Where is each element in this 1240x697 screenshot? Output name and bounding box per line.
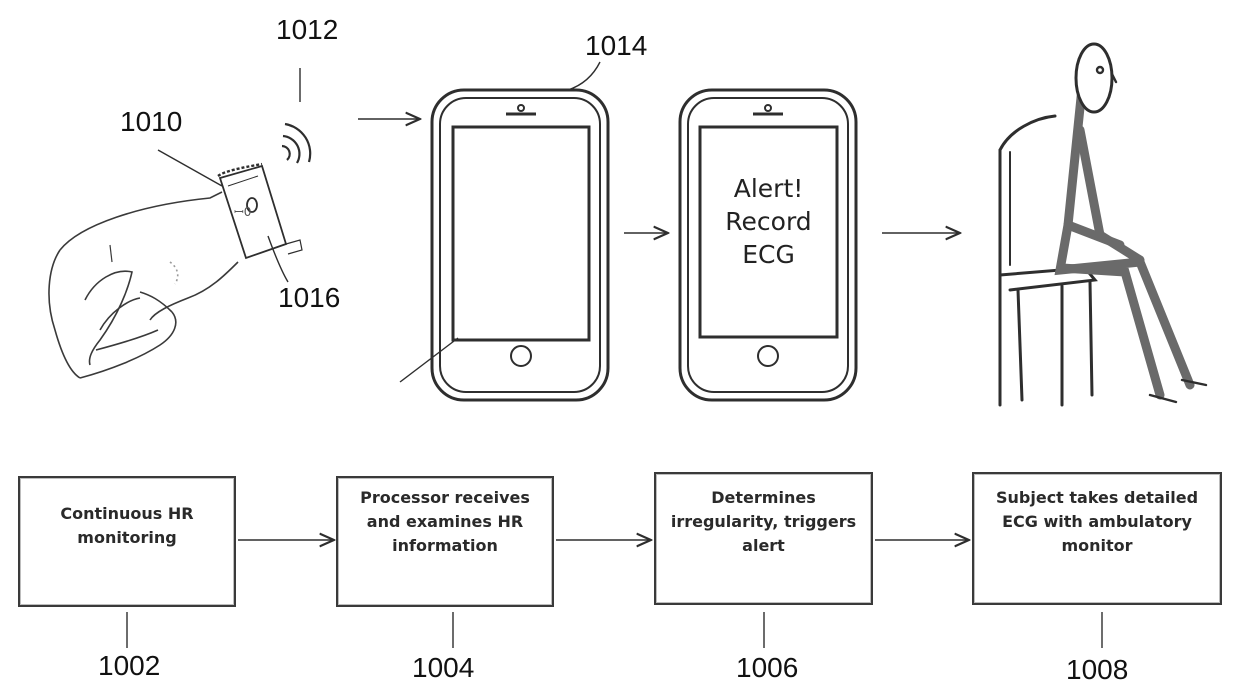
phone-alert-text: Alert! Record ECG	[700, 172, 837, 271]
svg-text:ꟷ0: ꟷ0	[234, 205, 251, 219]
ref-label-1008: 1008	[1066, 656, 1128, 684]
step-box-processor: Processor receives and examines HR infor…	[336, 476, 554, 607]
step-text: Determines irregularity, triggers alert	[671, 486, 856, 558]
phone-1014	[432, 90, 608, 400]
step-text: Processor receives and examines HR infor…	[360, 486, 530, 558]
step-box-irregularity: Determines irregularity, triggers alert	[654, 472, 873, 605]
ref-label-1002: 1002	[98, 652, 160, 680]
ref-label-1004: 1004	[412, 654, 474, 682]
step-box-continuous-hr: Continuous HR monitoring	[18, 476, 236, 607]
ref-label-1016: 1016	[278, 284, 340, 312]
top-flow-arrows	[358, 119, 960, 233]
ref-label-1010: 1010	[120, 108, 182, 136]
leader-lines	[127, 62, 1102, 648]
hand-illustration	[49, 192, 238, 378]
seated-person-illustration	[1000, 44, 1206, 405]
ref-label-1014: 1014	[585, 32, 647, 60]
step-text: Continuous HR monitoring	[60, 502, 193, 550]
step-box-subject-ecg: Subject takes detailed ECG with ambulato…	[972, 472, 1222, 605]
ref-label-1012: 1012	[276, 16, 338, 44]
wrist-device: ꟷ0	[218, 164, 302, 258]
ref-label-1006: 1006	[736, 654, 798, 682]
step-text: Subject takes detailed ECG with ambulato…	[996, 486, 1198, 558]
wireless-signal-icon	[282, 124, 310, 163]
